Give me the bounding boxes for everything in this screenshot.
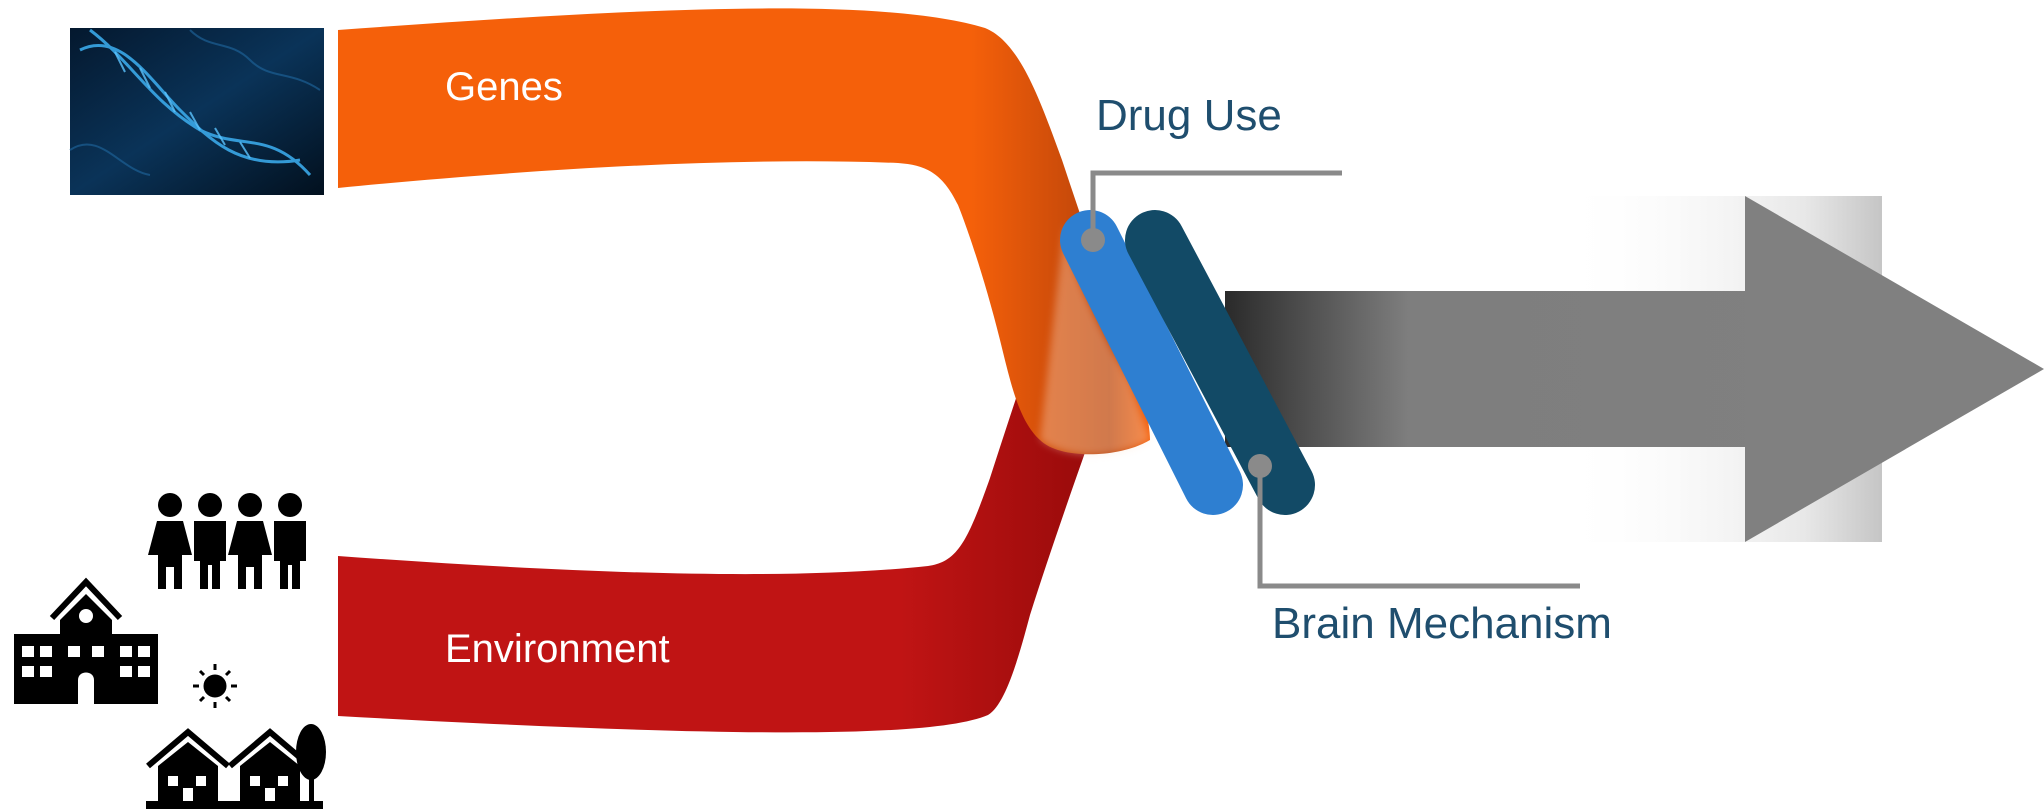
arrow-right-icon — [1225, 196, 2044, 542]
drug-use-label: Drug Use — [1096, 91, 1282, 140]
arrow-shaft — [1225, 291, 1755, 447]
brain-mechanism-leader-line — [1257, 466, 1580, 589]
houses-icon — [146, 724, 326, 809]
drug-use-leader-dot — [1081, 228, 1105, 252]
drug-use-leader-line — [1090, 170, 1342, 240]
brain-mechanism-pill — [1125, 210, 1315, 515]
school-icon — [14, 577, 158, 704]
dna-helix-photo — [69, 28, 324, 195]
arrow-head — [1745, 196, 2044, 542]
brain-mechanism-leader-dot — [1248, 454, 1272, 478]
drug-use-pill — [1060, 210, 1243, 515]
brain-mechanism-label: Brain Mechanism — [1272, 599, 1612, 648]
genes-band — [338, 8, 1150, 455]
sun-icon — [193, 664, 237, 708]
pill-glow — [1040, 218, 1150, 456]
environment-label: Environment — [445, 627, 670, 671]
environment-band — [338, 300, 1140, 733]
genes-label: Genes — [445, 65, 563, 109]
family-icon — [148, 493, 306, 589]
